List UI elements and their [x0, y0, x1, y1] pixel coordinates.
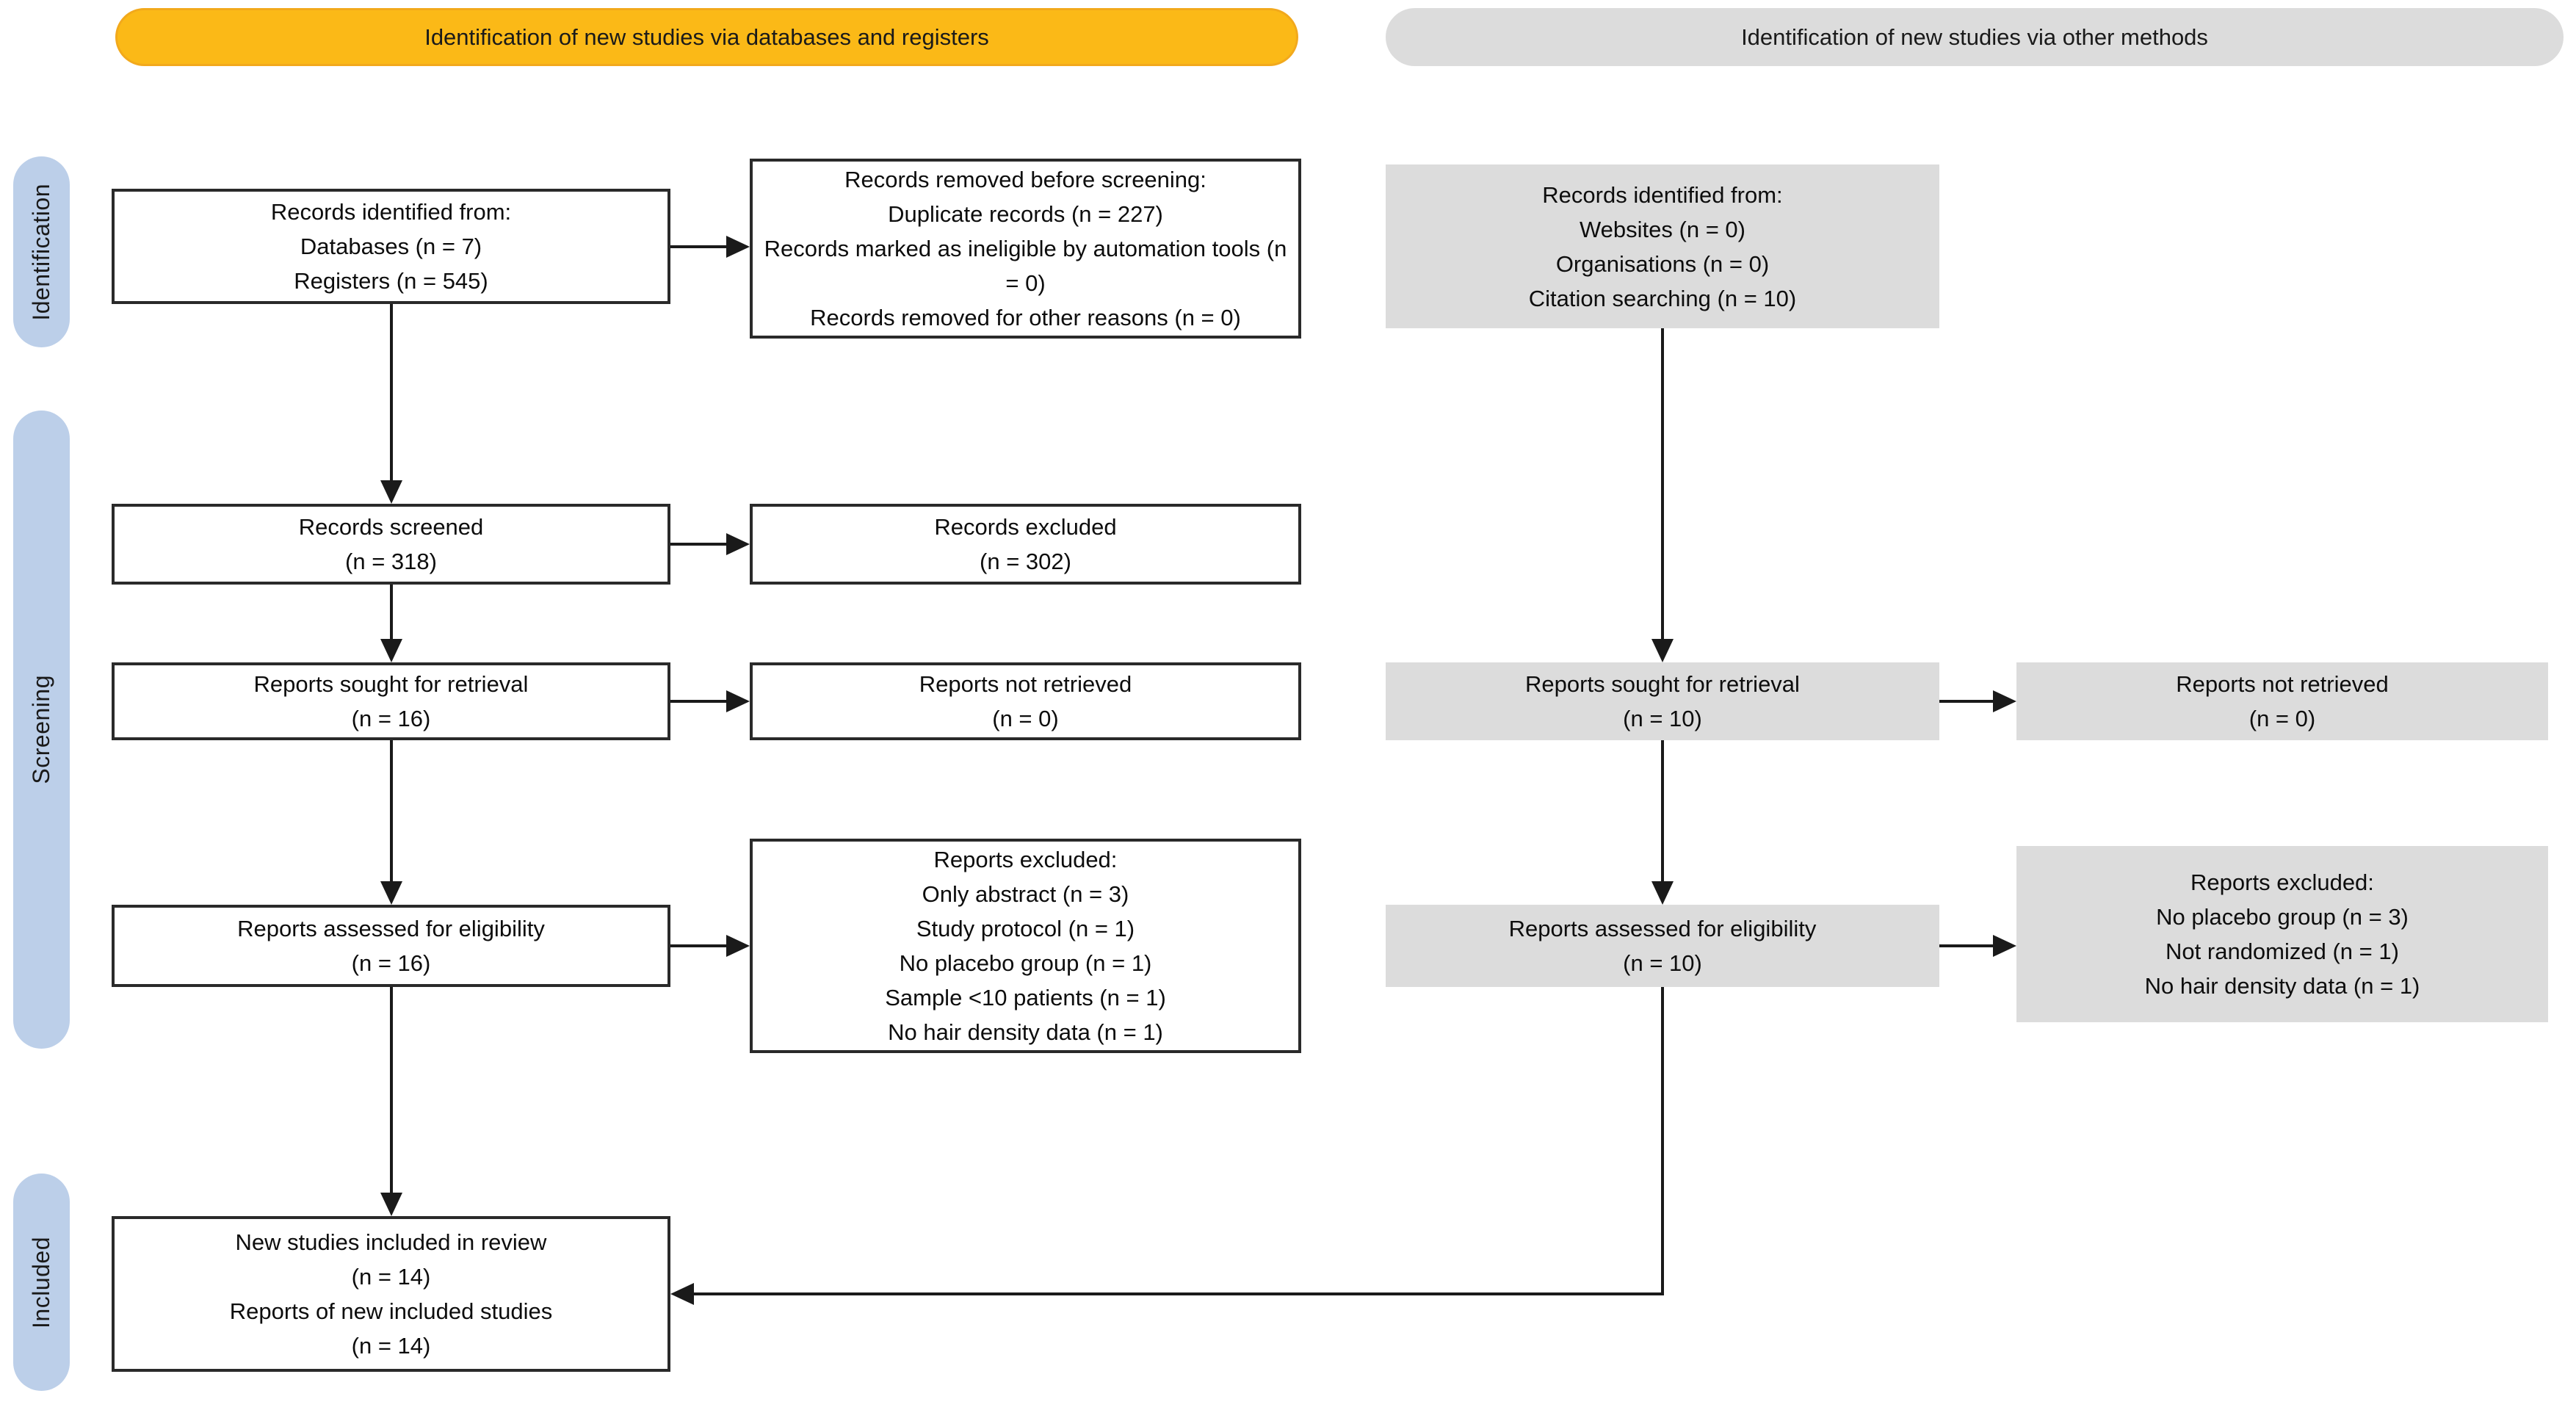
banner-other-methods: Identification of new studies via other … — [1386, 8, 2564, 66]
box-reports-not-retrieved-other: Reports not retrieved (n = 0) — [2016, 662, 2548, 740]
connector-line — [670, 543, 728, 546]
box-records-identified-other: Records identified from: Websites (n = 0… — [1386, 164, 1939, 328]
arrow-left-icon — [670, 1283, 694, 1305]
stage-label-included: Included — [28, 1236, 54, 1328]
arrow-right-icon — [726, 533, 750, 555]
arrow-down-icon — [380, 480, 402, 504]
connector-line — [390, 304, 393, 483]
box-reports-excluded-other: Reports excluded: No placebo group (n = … — [2016, 846, 2548, 1022]
connector-line — [390, 585, 393, 642]
connector-line — [1939, 944, 1994, 947]
stage-pill-identification: Identification — [13, 156, 70, 347]
connector-line — [390, 740, 393, 884]
connector-line — [692, 1292, 1664, 1295]
connector-line — [670, 700, 728, 703]
arrow-down-icon — [380, 1193, 402, 1216]
arrow-right-icon — [726, 935, 750, 957]
stage-label-identification: Identification — [28, 183, 54, 321]
box-reports-not-retrieved-databases: Reports not retrieved (n = 0) — [750, 662, 1301, 740]
stage-pill-screening: Screening — [13, 411, 70, 1049]
banner-databases-registers: Identification of new studies via databa… — [115, 8, 1298, 66]
connector-line — [1661, 987, 1664, 1295]
arrow-right-icon — [726, 690, 750, 712]
arrow-down-icon — [1651, 639, 1674, 662]
arrow-down-icon — [380, 639, 402, 662]
connector-line — [670, 245, 728, 248]
arrow-down-icon — [1651, 881, 1674, 905]
arrow-right-icon — [726, 236, 750, 258]
connector-line — [670, 944, 728, 947]
connector-line — [390, 987, 393, 1196]
box-reports-excluded-databases: Reports excluded: Only abstract (n = 3) … — [750, 839, 1301, 1053]
connector-line — [1661, 328, 1664, 642]
box-records-excluded: Records excluded (n = 302) — [750, 504, 1301, 585]
connector-line — [1661, 740, 1664, 884]
stage-pill-included: Included — [13, 1174, 70, 1391]
box-records-removed-before-screening: Records removed before screening: Duplic… — [750, 159, 1301, 339]
box-records-screened: Records screened (n = 318) — [112, 504, 670, 585]
box-new-studies-included: New studies included in review (n = 14) … — [112, 1216, 670, 1372]
box-reports-assessed-other: Reports assessed for eligibility (n = 10… — [1386, 905, 1939, 987]
box-reports-sought-other: Reports sought for retrieval (n = 10) — [1386, 662, 1939, 740]
arrow-down-icon — [380, 881, 402, 905]
arrow-right-icon — [1993, 690, 2016, 712]
box-records-identified-databases: Records identified from: Databases (n = … — [112, 189, 670, 304]
arrow-right-icon — [1993, 935, 2016, 957]
box-reports-assessed-databases: Reports assessed for eligibility (n = 16… — [112, 905, 670, 987]
box-reports-sought-databases: Reports sought for retrieval (n = 16) — [112, 662, 670, 740]
connector-line — [1939, 700, 1994, 703]
stage-label-screening: Screening — [28, 675, 54, 784]
